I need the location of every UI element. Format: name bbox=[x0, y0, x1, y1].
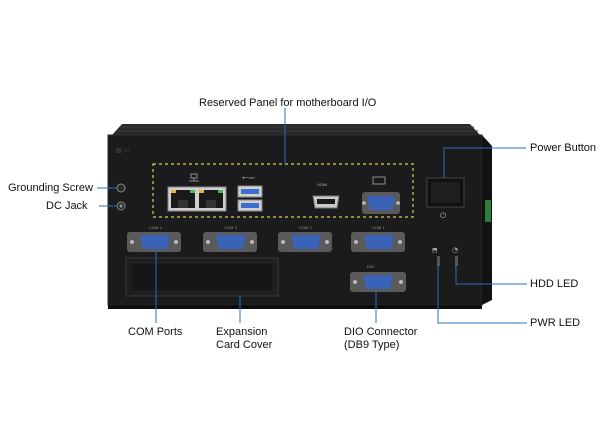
dio-silkscreen: DIO bbox=[367, 264, 374, 269]
expansion-card-label-line2: Card Cover bbox=[216, 339, 273, 351]
power-button[interactable] bbox=[426, 177, 465, 208]
dio-connector-label-line2: (DB9 Type) bbox=[344, 339, 400, 351]
dio-connector-label: DIO Connector (DB9 Type) bbox=[344, 326, 417, 352]
expansion-card-label: Expansion Card Cover bbox=[216, 326, 272, 352]
com1-silkscreen: COM 1 bbox=[372, 225, 385, 230]
usb-icon: ⭠⎓ bbox=[242, 173, 255, 182]
com-port-3 bbox=[203, 232, 257, 252]
com3-silkscreen: COM 3 bbox=[224, 225, 237, 230]
com-port-1 bbox=[351, 232, 405, 252]
usb-ports bbox=[237, 185, 263, 212]
dc-jack bbox=[116, 201, 126, 211]
leader-lines bbox=[97, 108, 527, 324]
hdd-led-label: HDD LED bbox=[530, 278, 579, 290]
hdd-led-icon: ◔ bbox=[452, 246, 458, 254]
power-icon: ⏻ bbox=[440, 211, 447, 220]
power-button-label: Power Button bbox=[530, 142, 597, 154]
lan-ports bbox=[167, 186, 227, 212]
dio-port bbox=[350, 272, 406, 292]
com-ports-label: COM Ports bbox=[128, 326, 183, 338]
lan-icon bbox=[189, 173, 199, 182]
expansion-card-cover bbox=[125, 257, 279, 297]
dio-connector-label-line1: DIO Connector bbox=[344, 326, 418, 338]
hdmi-port bbox=[312, 195, 340, 209]
pwr-led-icon: ⬒ bbox=[432, 247, 438, 254]
hdd-led bbox=[455, 256, 458, 266]
grounding-screw-label: Grounding Screw bbox=[8, 182, 93, 194]
logo-mark: ▥ ▭ bbox=[116, 148, 129, 154]
grounding-screw bbox=[116, 183, 126, 193]
com-port-2 bbox=[278, 232, 332, 252]
com4-silkscreen: COM 4 bbox=[149, 225, 162, 230]
pwr-led-label: PWR LED bbox=[530, 317, 581, 329]
pwr-led bbox=[437, 256, 440, 266]
monitor-icon bbox=[372, 176, 386, 185]
vga-port bbox=[362, 192, 400, 214]
com2-silkscreen: COM 2 bbox=[299, 225, 312, 230]
com-port-4 bbox=[127, 232, 181, 252]
expansion-card-label-line1: Expansion bbox=[216, 326, 268, 338]
reserved-panel-label: Reserved Panel for motherboard I/O bbox=[199, 97, 377, 109]
hdmi-silkscreen: HDMI bbox=[317, 182, 327, 187]
dc-jack-label: DC Jack bbox=[46, 200, 88, 212]
